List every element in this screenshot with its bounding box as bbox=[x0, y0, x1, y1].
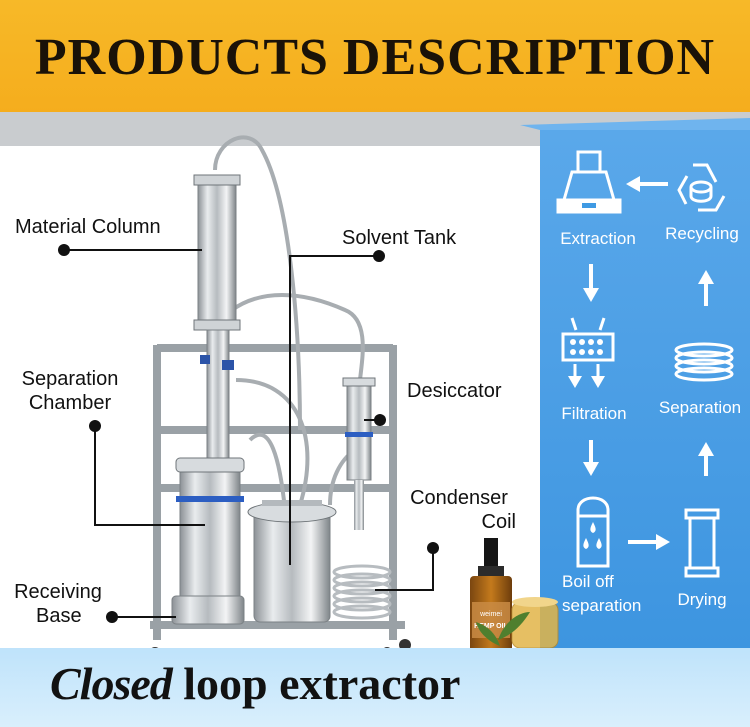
page-title: PRODUCTS DESCRIPTION bbox=[34, 29, 716, 86]
label-condenser-line1: Condenser bbox=[410, 487, 508, 509]
desiccator-clamp bbox=[342, 377, 376, 387]
bottle-label: HEMP OIL bbox=[474, 623, 508, 630]
process-drying: Drying bbox=[677, 590, 727, 609]
process-recycling: Recycling bbox=[665, 224, 739, 243]
extraction-icon bbox=[556, 150, 622, 214]
footer-title: Closed loop extractor bbox=[50, 657, 460, 710]
chamber-lid bbox=[175, 457, 245, 473]
filtration-icon bbox=[561, 317, 615, 388]
callout-dots bbox=[58, 244, 439, 623]
valve bbox=[222, 360, 234, 370]
callout-lines bbox=[64, 249, 434, 618]
footer-title-closed: Closed bbox=[50, 658, 173, 709]
separation-icon bbox=[674, 342, 734, 382]
diagram-canvas: weimei HEMP OIL bbox=[58, 118, 750, 648]
material-column-clamp-bottom bbox=[193, 319, 241, 331]
footer-banner bbox=[0, 648, 750, 727]
material-column-clamp-top bbox=[193, 174, 241, 186]
bottle-brand: weimei bbox=[479, 611, 502, 618]
label-condenser-coil: Condenser Coil bbox=[400, 486, 518, 534]
tank-handle bbox=[262, 500, 322, 506]
process-boil-off-line1: Boil off bbox=[562, 572, 614, 591]
process-arrows bbox=[583, 176, 714, 550]
panel-ribbon bbox=[520, 118, 750, 130]
label-solvent-tank: Solvent Tank bbox=[342, 227, 457, 249]
desiccator bbox=[346, 381, 372, 481]
separation-chamber bbox=[179, 461, 241, 611]
process-separation: Separation bbox=[658, 398, 742, 417]
label-receiving-line1: Receiving bbox=[14, 581, 102, 603]
condenser-coil bbox=[332, 564, 392, 620]
label-base-line2: Base bbox=[36, 605, 82, 627]
process-extraction: Extraction bbox=[560, 229, 636, 248]
label-receiving-base: Receiving Base bbox=[4, 580, 112, 628]
boil-off-icon bbox=[576, 496, 610, 568]
header-banner: PRODUCTS DESCRIPTION bbox=[0, 0, 750, 112]
solvent-tank bbox=[253, 511, 331, 623]
material-column bbox=[197, 177, 237, 327]
process-boil-off-line2: separation bbox=[562, 596, 642, 615]
desiccator-pipe bbox=[354, 480, 364, 530]
blue-seal bbox=[176, 496, 244, 502]
column-neck bbox=[206, 329, 230, 461]
label-coil-line2: Coil bbox=[481, 511, 516, 533]
recycling-icon bbox=[677, 163, 726, 212]
label-separation-line1: Separation bbox=[21, 368, 119, 390]
frame-wheels bbox=[151, 639, 411, 648]
label-material-column: Material Column bbox=[15, 216, 161, 238]
process-filtration: Filtration bbox=[561, 404, 627, 423]
process-boil-off: Boil off separation bbox=[550, 570, 660, 618]
hemp-leaf bbox=[476, 612, 530, 646]
desiccator-seal bbox=[345, 432, 373, 437]
label-separation-chamber: Separation Chamber bbox=[12, 367, 128, 415]
label-chamber-line2: Chamber bbox=[28, 392, 112, 414]
receiving-base bbox=[171, 595, 245, 625]
footer-title-rest: loop extractor bbox=[171, 658, 461, 709]
label-desiccator: Desiccator bbox=[407, 380, 502, 402]
valve-2 bbox=[200, 355, 210, 364]
drying-icon bbox=[684, 508, 720, 578]
